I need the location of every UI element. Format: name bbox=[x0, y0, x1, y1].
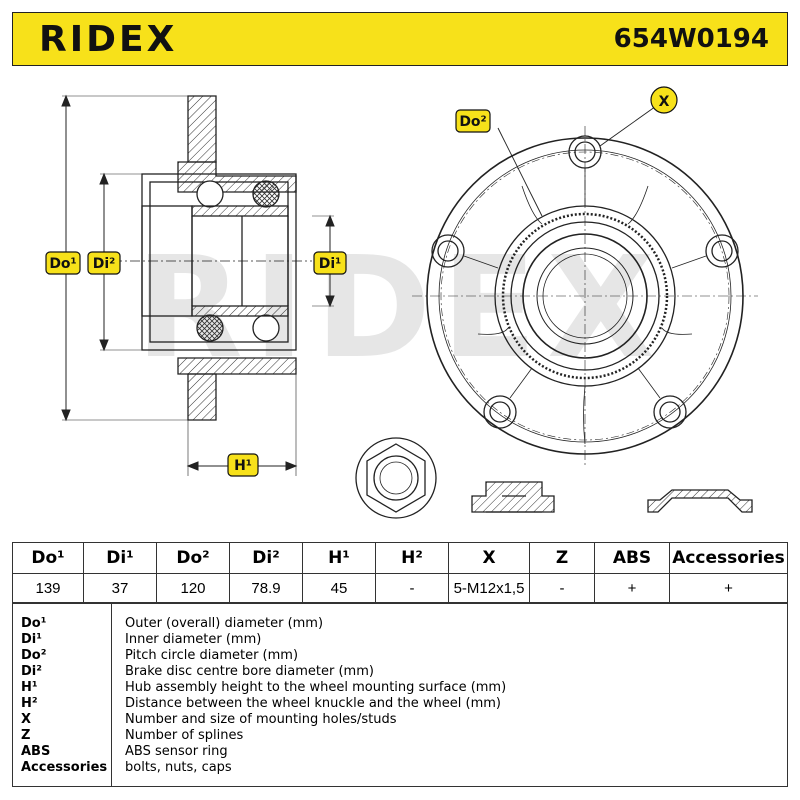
tag-do1: Do¹ bbox=[45, 251, 81, 275]
spec-value: 139 bbox=[12, 573, 84, 603]
technical-drawing: RIDEX bbox=[45, 86, 758, 519]
spec-header: Di² bbox=[229, 542, 303, 574]
legend-code: H¹ bbox=[21, 680, 38, 695]
tag-di1: Di¹ bbox=[313, 251, 347, 275]
spec-value: + bbox=[594, 573, 670, 603]
legend-code: Do² bbox=[21, 648, 47, 663]
svg-text:Do²: Do² bbox=[459, 114, 486, 130]
legend-code: X bbox=[21, 712, 32, 727]
part-number: 654W0194 bbox=[613, 24, 769, 54]
stud-hole bbox=[705, 234, 739, 268]
svg-text:Di²: Di² bbox=[93, 256, 116, 272]
legend-code: Di² bbox=[21, 664, 42, 679]
leader-lines bbox=[497, 103, 660, 217]
svg-text:X: X bbox=[659, 94, 670, 110]
legend-desc: Brake disc centre bore diameter (mm) bbox=[125, 664, 374, 679]
legend-row: ABS ABS sensor ring bbox=[13, 744, 787, 760]
legend-row: H¹ Hub assembly height to the wheel moun… bbox=[13, 680, 787, 696]
legend-box: Do¹ Outer (overall) diameter (mm) Di¹ In… bbox=[12, 603, 788, 787]
svg-text:Do¹: Do¹ bbox=[49, 256, 76, 272]
hub-front-view bbox=[412, 126, 758, 466]
legend-desc: Hub assembly height to the wheel mountin… bbox=[125, 680, 507, 695]
legend-code: H² bbox=[21, 696, 38, 711]
legend-desc: ABS sensor ring bbox=[125, 744, 228, 759]
spec-header: Di¹ bbox=[83, 542, 157, 574]
spec-value: 78.9 bbox=[229, 573, 303, 603]
legend-code: Do¹ bbox=[21, 616, 47, 631]
spec-header: X bbox=[448, 542, 530, 574]
legend-code: Di¹ bbox=[21, 632, 42, 647]
spec-header-row: Do¹ Di¹ Do² Di² H¹ H² X Z ABS Accessorie… bbox=[12, 542, 788, 574]
svg-text:Di¹: Di¹ bbox=[319, 256, 342, 272]
stud-hole bbox=[653, 395, 687, 429]
spec-header: H² bbox=[375, 542, 449, 574]
spec-header: Accessories bbox=[669, 542, 788, 574]
washer-drawing bbox=[647, 489, 753, 513]
legend-desc: Outer (overall) diameter (mm) bbox=[125, 616, 324, 631]
legend-row: Do¹ Outer (overall) diameter (mm) bbox=[13, 616, 787, 632]
legend-row: X Number and size of mounting holes/stud… bbox=[13, 712, 787, 728]
legend-code: Accessories bbox=[21, 760, 108, 775]
tag-x: X bbox=[650, 86, 678, 114]
legend-desc: Inner diameter (mm) bbox=[125, 632, 262, 647]
legend-desc: Number and size of mounting holes/studs bbox=[125, 712, 397, 727]
legend-desc: Pitch circle diameter (mm) bbox=[125, 648, 299, 663]
stud-hole bbox=[483, 395, 517, 429]
legend-divider bbox=[111, 604, 112, 786]
header-banner: RIDEX 654W0194 bbox=[12, 12, 788, 66]
tag-di2: Di² bbox=[87, 251, 121, 275]
legend-desc: Distance between the wheel knuckle and t… bbox=[125, 696, 501, 711]
spec-value: 37 bbox=[83, 573, 157, 603]
tag-h1: H¹ bbox=[227, 453, 259, 477]
legend-row: H² Distance between the wheel knuckle an… bbox=[13, 696, 787, 712]
spec-header: Z bbox=[529, 542, 595, 574]
brand-logo: RIDEX bbox=[39, 19, 178, 60]
spec-value: 5-M12x1,5 bbox=[448, 573, 530, 603]
cap-drawing bbox=[471, 481, 555, 513]
legend-code: ABS bbox=[21, 744, 51, 759]
spec-value: - bbox=[529, 573, 595, 603]
tag-do2: Do² bbox=[455, 109, 491, 133]
spec-header: Do² bbox=[156, 542, 230, 574]
legend-row: Z Number of splines bbox=[13, 728, 787, 744]
spec-value: + bbox=[669, 573, 788, 603]
spec-value: - bbox=[375, 573, 449, 603]
legend-row: Accessories bolts, nuts, caps bbox=[13, 760, 787, 776]
legend-desc: Number of splines bbox=[125, 728, 244, 743]
hub-cross-section bbox=[112, 95, 312, 421]
spec-table: Do¹ Di¹ Do² Di² H¹ H² X Z ABS Accessorie… bbox=[12, 542, 788, 603]
spec-value: 45 bbox=[302, 573, 376, 603]
spec-header: Do¹ bbox=[12, 542, 84, 574]
legend-row: Di¹ Inner diameter (mm) bbox=[13, 632, 787, 648]
spec-header: ABS bbox=[594, 542, 670, 574]
spec-value: 120 bbox=[156, 573, 230, 603]
stud-hole bbox=[431, 234, 465, 268]
spec-value-row: 139 37 120 78.9 45 - 5-M12x1,5 - + + bbox=[12, 573, 788, 603]
legend-row: Di² Brake disc centre bore diameter (mm) bbox=[13, 664, 787, 680]
legend-code: Z bbox=[21, 728, 31, 743]
nut-drawing bbox=[355, 437, 437, 519]
spec-header: H¹ bbox=[302, 542, 376, 574]
legend-desc: bolts, nuts, caps bbox=[125, 760, 232, 775]
svg-text:H¹: H¹ bbox=[234, 458, 252, 474]
legend-row: Do² Pitch circle diameter (mm) bbox=[13, 648, 787, 664]
